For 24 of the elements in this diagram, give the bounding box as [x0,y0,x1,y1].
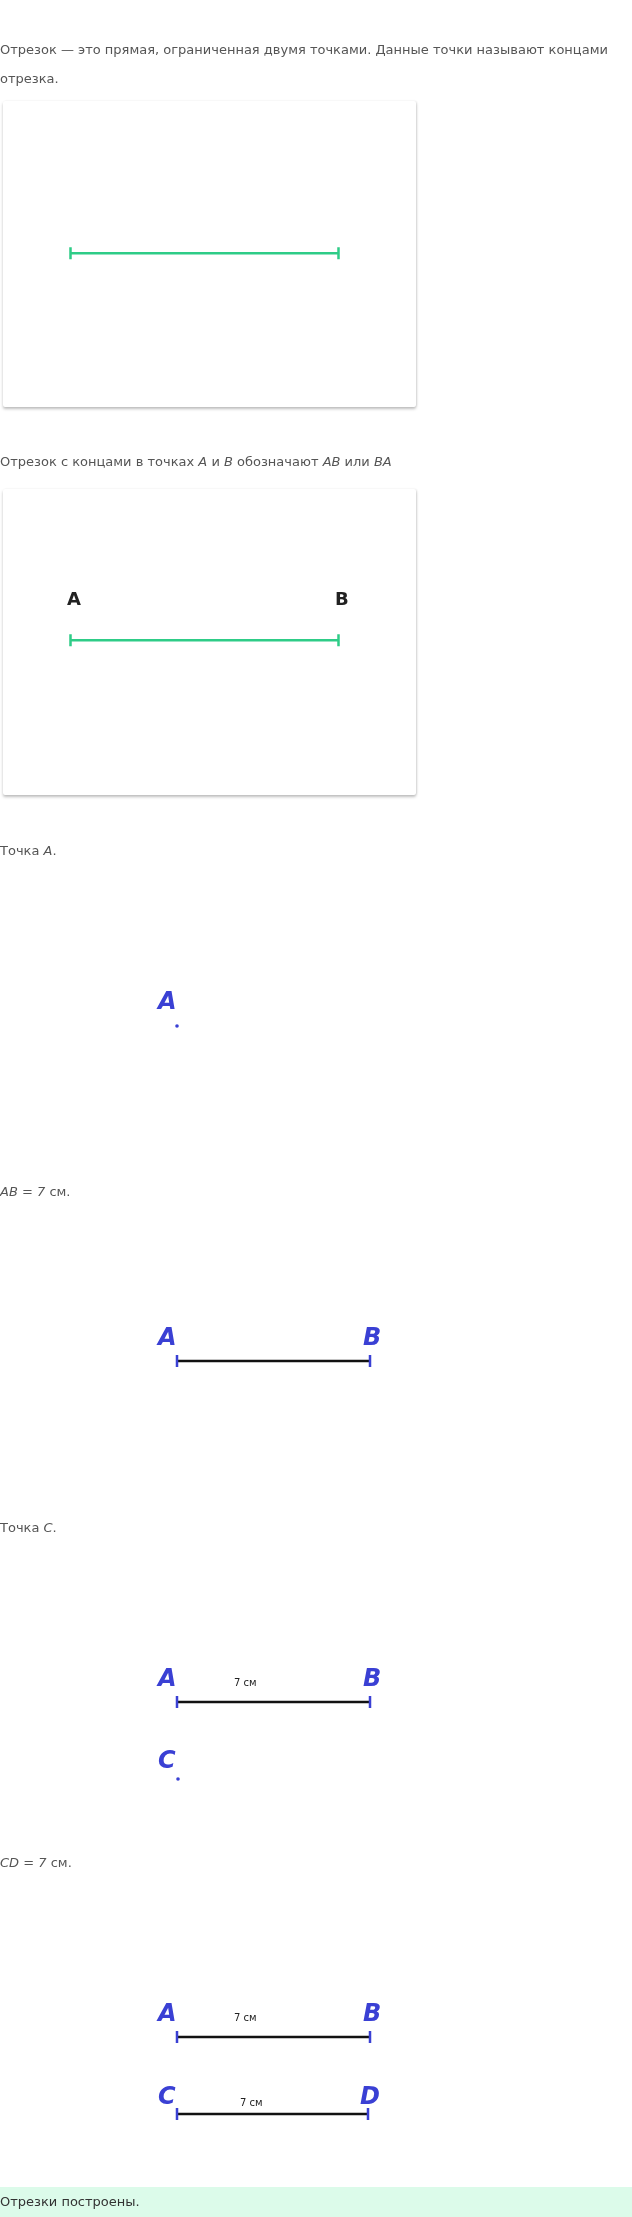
paragraph: CD = 7 см. [0,1854,72,1872]
point-label: C [158,2083,176,2109]
length-label: 7 см [234,2012,257,2024]
figure-card [3,101,416,407]
point-label: A [158,2000,177,2026]
paragraph: AB = 7 см. [0,1183,71,1201]
point-label: D [360,2083,380,2109]
point-label: C [158,1747,176,1773]
point-label: B [363,1665,382,1691]
paragraph: Точка A. [0,842,57,860]
point-label: A [158,988,177,1014]
point-label: B [363,1324,382,1350]
length-label: 7 см [234,1677,257,1689]
paragraph: Отрезок с концами в точках A и B обозначают AB или BA [0,453,392,471]
point-label: A [67,589,81,609]
paragraph: Отрезок — это прямая, ограниченная двумя точками. Данные точки называют концами отрезка. [0,41,609,88]
point-label: A [158,1324,177,1350]
paragraph: Точка C. [0,1519,57,1537]
point-label: A [158,1665,177,1691]
result-banner: Отрезки построены. [0,2187,632,2217]
figure-card [3,489,416,795]
point-label: B [363,2000,382,2026]
point-label: B [335,589,349,609]
length-label: 7 см [240,2097,263,2109]
